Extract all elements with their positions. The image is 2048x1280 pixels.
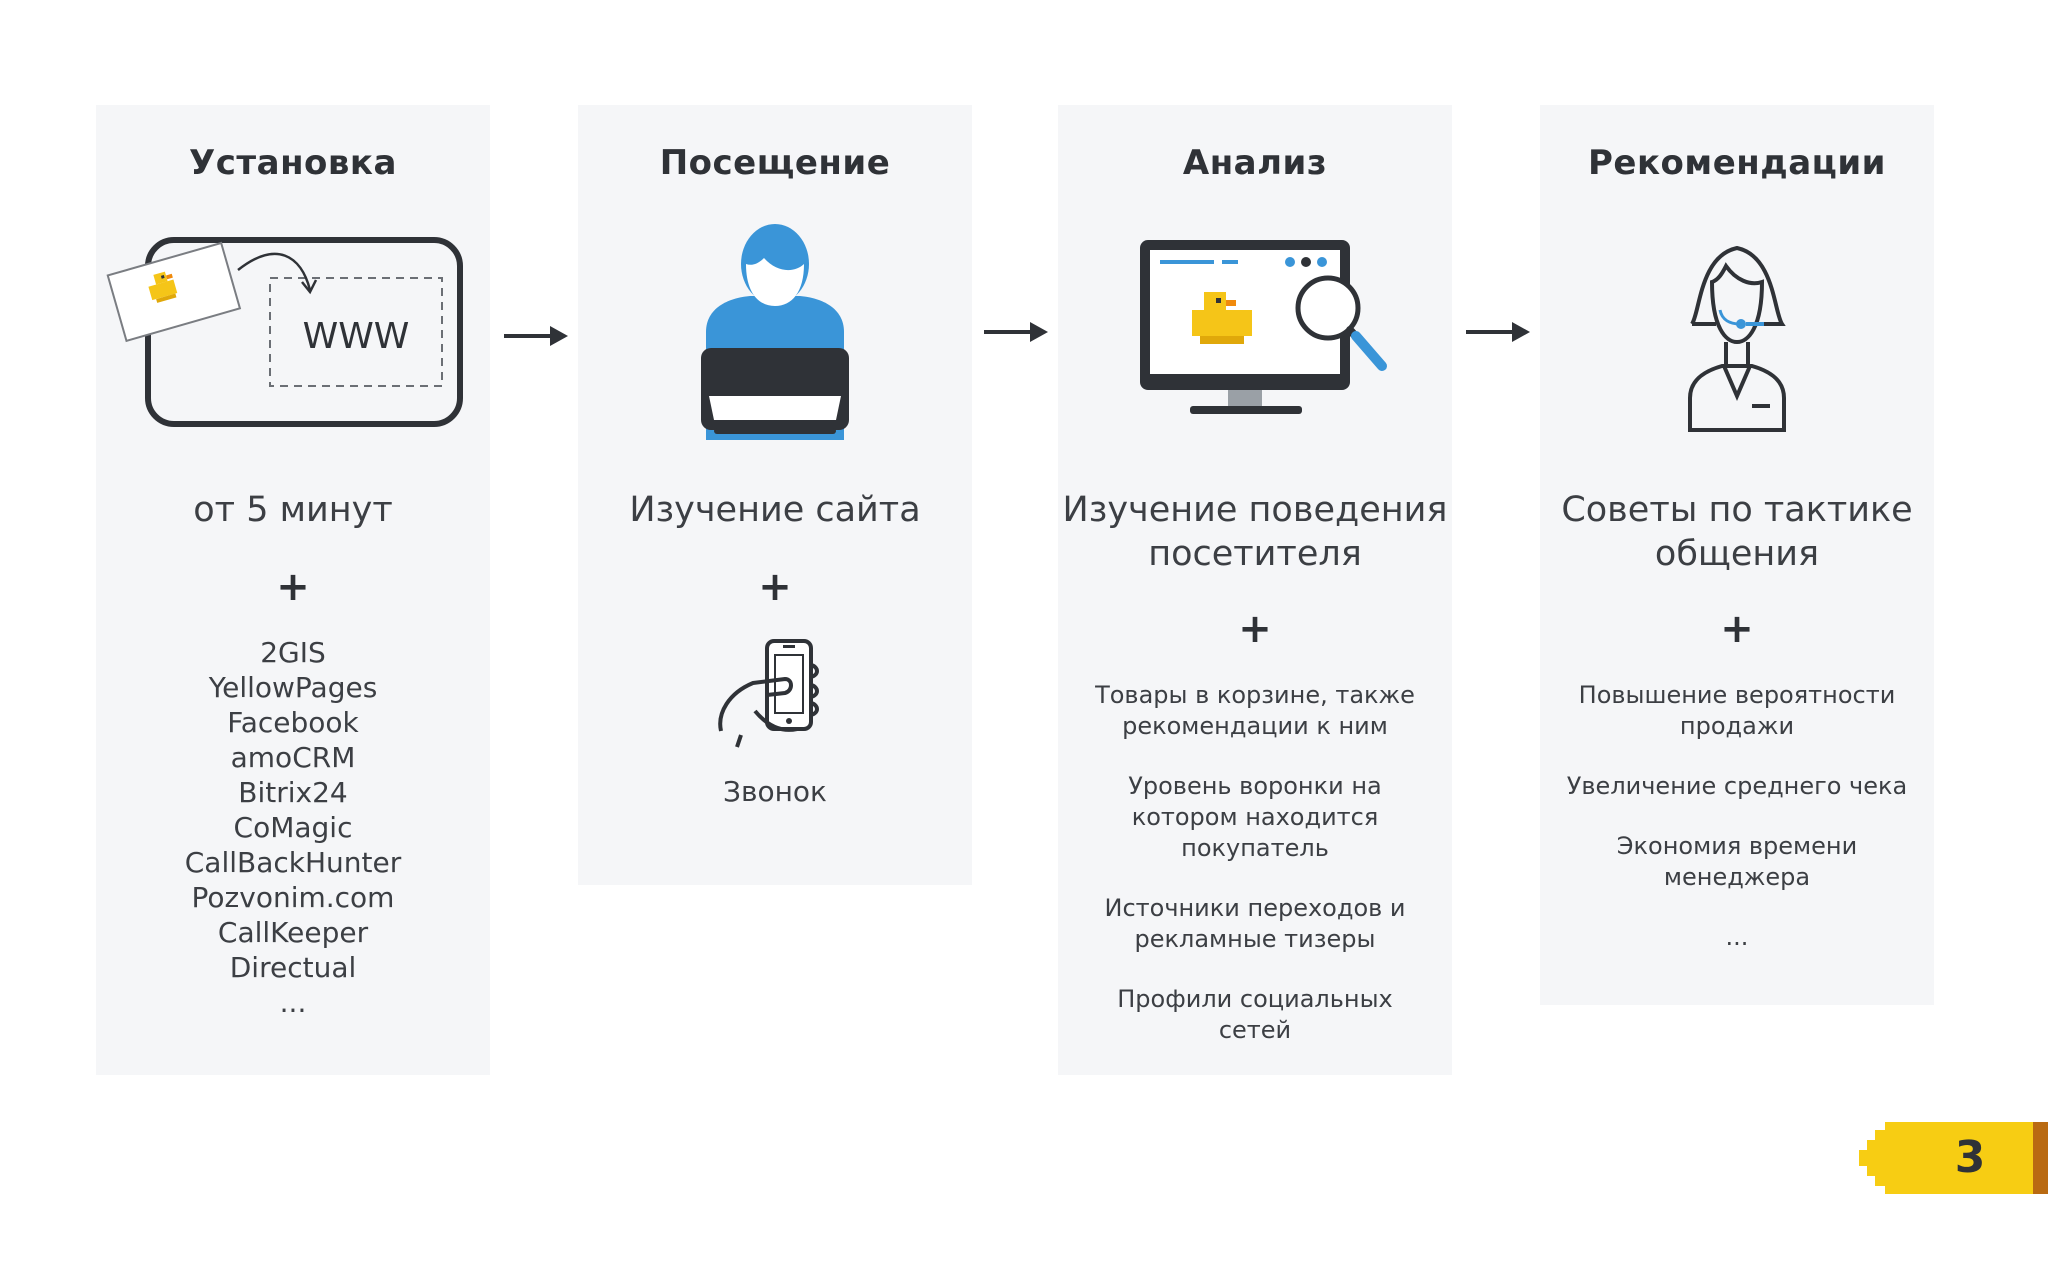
call-label: Звонок [723, 775, 827, 808]
visitor-illustration [578, 220, 972, 440]
www-text: WWW [303, 316, 410, 357]
flow-arrow-icon [1466, 322, 1530, 342]
list-item: amoCRM [230, 741, 356, 774]
consultant-illustration [1540, 220, 1934, 440]
list-item: Увеличение среднего чека [1566, 772, 1908, 800]
support-agent-icon [1688, 245, 1786, 432]
list-item: Pozvonim.com [191, 881, 395, 914]
page-number: 3 [1954, 1132, 1986, 1183]
recommendation-items: Повышение вероятности продажи Увеличение… [1540, 680, 1934, 982]
integrations-list: 2GIS YellowPages Facebook amoCRM Bitrix2… [96, 635, 490, 1020]
list-item: Facebook [227, 706, 359, 739]
list-item: ... [279, 986, 307, 1019]
list-item: Экономия времени менеджера [1616, 832, 1858, 891]
plus-sign: + [758, 564, 792, 610]
step-headline: от 5 минут [193, 490, 393, 530]
step-install-panel: Установка WWW [96, 105, 490, 1075]
list-item: CallBackHunter [184, 846, 402, 879]
list-item: CoMagic [233, 811, 353, 844]
step-headline: Советы по тактике общения [1561, 490, 1913, 574]
step-analysis-panel: Анализ [1058, 105, 1452, 1075]
step-title: Установка [189, 143, 397, 183]
user-laptop-icon [701, 224, 849, 440]
page-badge-icon [1859, 1122, 2048, 1194]
step-title: Посещение [659, 143, 891, 183]
analysis-items: Товары в корзине, также рекомендации к н… [1058, 680, 1452, 1075]
list-item: Товары в корзине, также рекомендации к н… [1095, 681, 1415, 740]
flow-arrow-icon [504, 326, 568, 346]
list-item: Профили социальных сетей [1117, 985, 1393, 1044]
duck-icon [1192, 292, 1252, 344]
monitor-magnifier-icon [1140, 240, 1387, 414]
analysis-illustration [1058, 220, 1452, 440]
list-item: YellowPages [208, 671, 378, 704]
plus-sign: + [276, 564, 310, 610]
plus-sign: + [1238, 606, 1272, 652]
list-item: Уровень воронки на котором находится пок… [1128, 772, 1382, 862]
step-title: Рекомендации [1587, 143, 1886, 183]
list-item: 2GIS [260, 636, 326, 669]
step-headline: Изучение сайта [629, 490, 921, 530]
phone-call-icon [718, 639, 819, 748]
flow-arrow-icon [984, 322, 1048, 342]
list-item: CallKeeper [217, 916, 369, 949]
plus-sign: + [1720, 606, 1754, 652]
list-item: Directual [229, 951, 357, 984]
business-card-icon [106, 241, 242, 343]
list-item: Источники переходов и рекламные тизеры [1104, 894, 1406, 953]
step-visit-panel: Посещение Изучение сайта + Звонок [578, 105, 972, 885]
list-item: Bitrix24 [238, 776, 348, 809]
list-item: Повышение вероятности продажи [1578, 681, 1896, 740]
step-title: Анализ [1182, 143, 1328, 183]
step-recommendations-panel: Рекомендации Советы по тактике общения +… [1540, 105, 1934, 1005]
install-illustration: WWW [96, 220, 490, 440]
list-item: ... [1725, 923, 1749, 951]
step-headline: Изучение поведения посетителя [1062, 490, 1448, 574]
